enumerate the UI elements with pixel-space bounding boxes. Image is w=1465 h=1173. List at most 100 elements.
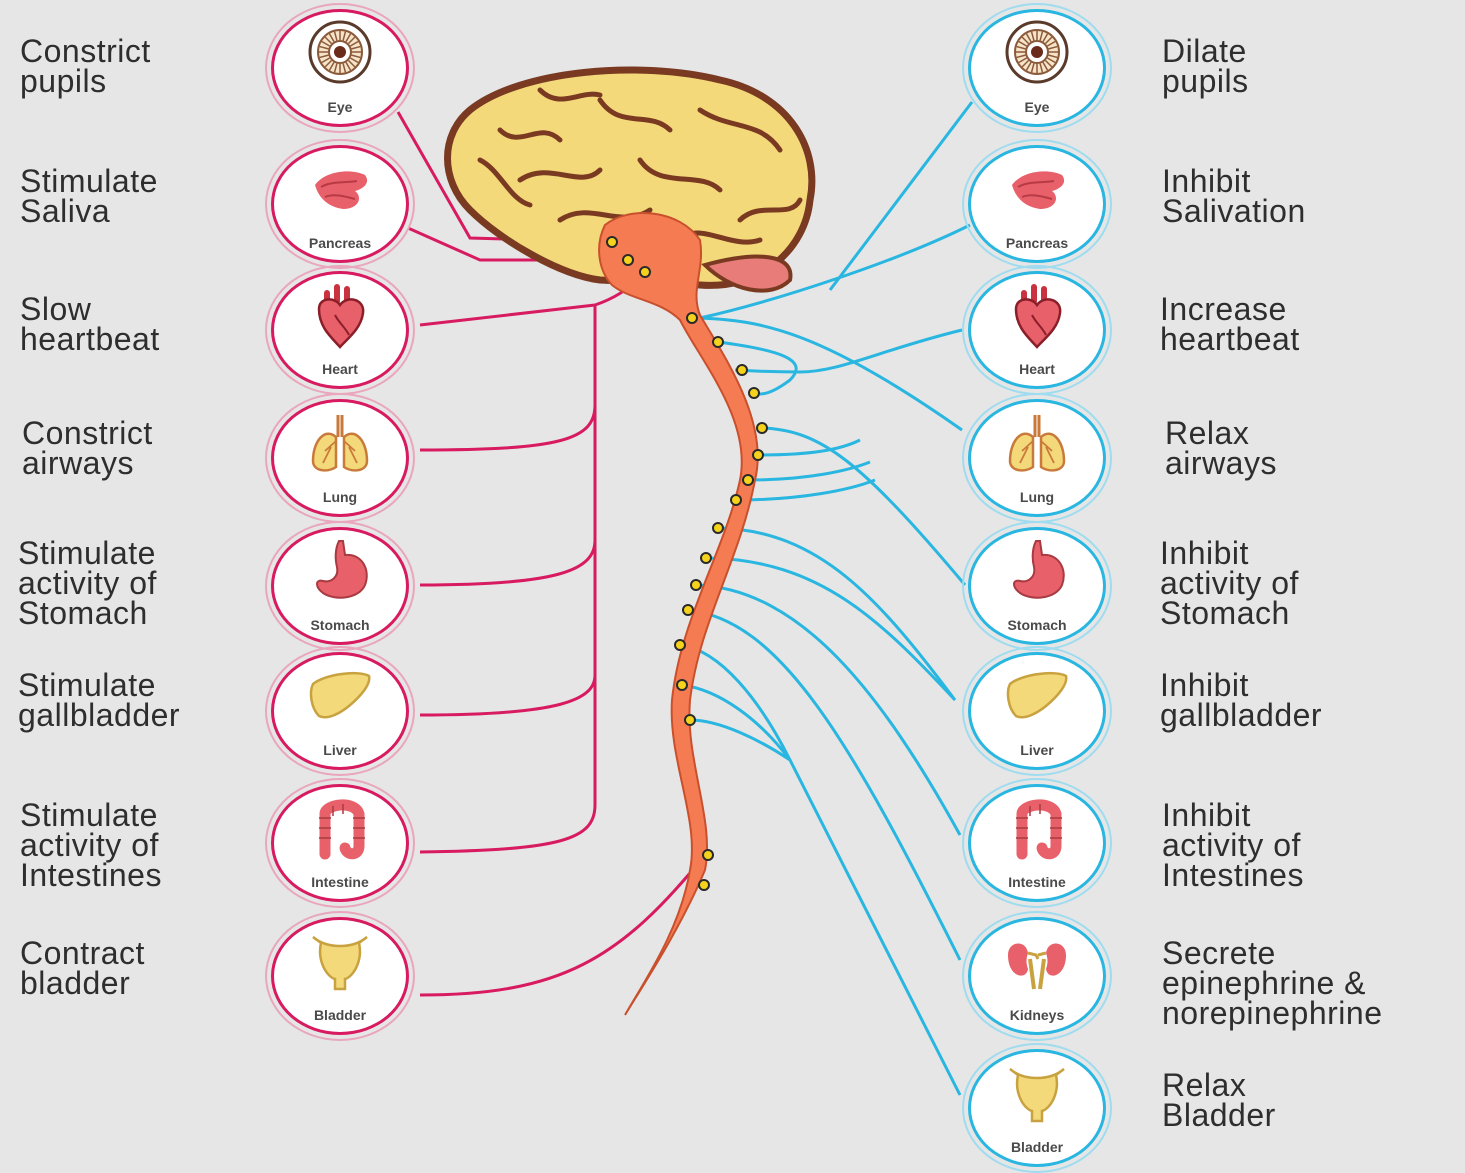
para-organ-badge-heart: Heart	[265, 265, 415, 395]
para-action-label-lung: Constrict airways	[22, 418, 153, 478]
organ-name: Heart	[962, 361, 1112, 377]
ganglion-dot	[699, 880, 709, 890]
heart-icon	[305, 279, 375, 349]
pancreas-icon	[305, 153, 375, 223]
para-action-label-bladder: Contract bladder	[20, 938, 145, 998]
organ-name: Bladder	[265, 1007, 415, 1023]
organ-name: Intestine	[265, 874, 415, 890]
ganglion-dot	[713, 337, 723, 347]
sym-action-label-kidneys: Secrete epinephrine & norepinephrine	[1162, 938, 1383, 1028]
organ-name: Bladder	[962, 1139, 1112, 1155]
para-nerve-heart	[420, 305, 595, 325]
lung-icon	[305, 407, 375, 477]
organ-name: Stomach	[962, 617, 1112, 633]
sym-nerve-stomach	[762, 428, 965, 585]
bladder-icon	[1002, 1057, 1072, 1127]
sym-nerve-liver-2	[708, 558, 955, 700]
organ-name: Heart	[265, 361, 415, 377]
para-nerve-liver	[420, 675, 595, 715]
sym-organ-badge-stomach: Stomach	[962, 521, 1112, 651]
para-organ-badge-lung: Lung	[265, 393, 415, 523]
para-nerve-trunk	[420, 272, 645, 852]
pancreas-icon	[1002, 153, 1072, 223]
para-nerve-stomach	[420, 540, 595, 585]
para-organ-badge-pancreas: Pancreas	[265, 139, 415, 269]
intestine-icon	[1002, 792, 1072, 862]
sym-organ-badge-kidneys: Kidneys	[962, 911, 1112, 1041]
intestine-icon	[305, 792, 375, 862]
para-organ-badge-liver: Liver	[265, 646, 415, 776]
sym-organ-badge-lung: Lung	[962, 393, 1112, 523]
sym-action-label-stomach: Inhibit activity of Stomach	[1160, 538, 1299, 628]
sym-nerve-stomach-4	[736, 480, 875, 500]
para-action-label-pancreas: Stimulate Saliva	[20, 166, 158, 226]
para-organ-badge-bladder: Bladder	[265, 911, 415, 1041]
sym-nerve-bladder	[690, 720, 960, 1095]
para-organ-badge-stomach: Stomach	[265, 521, 415, 651]
liver-icon	[1002, 660, 1072, 730]
ganglion-dot	[691, 580, 701, 590]
stomach-icon	[305, 535, 375, 605]
sym-action-label-eye: Dilate pupils	[1162, 36, 1249, 96]
ganglion-dot	[757, 423, 767, 433]
sym-action-label-intestine: Inhibit activity of Intestines	[1162, 800, 1304, 890]
para-organ-badge-eye: Eye	[265, 3, 415, 133]
lung-icon	[1002, 407, 1072, 477]
para-action-label-liver: Stimulate gallbladder	[18, 670, 180, 730]
ganglion-dot	[753, 450, 763, 460]
organ-name: Pancreas	[265, 235, 415, 251]
ganglion-dot	[623, 255, 633, 265]
ganglion-dot	[677, 680, 687, 690]
sym-nerve-liver	[718, 528, 955, 700]
kidneys-icon	[1002, 925, 1072, 995]
bladder-icon	[305, 925, 375, 995]
ganglion-dot	[685, 715, 695, 725]
ganglion-dot	[737, 365, 747, 375]
liver-icon	[305, 660, 375, 730]
sym-action-label-bladder: Relax Bladder	[1162, 1070, 1276, 1130]
sym-organ-badge-heart: Heart	[962, 265, 1112, 395]
sym-organ-badge-bladder: Bladder	[962, 1043, 1112, 1173]
sym-action-label-heart: Increase heartbeat	[1160, 294, 1300, 354]
sym-organ-badge-liver: Liver	[962, 646, 1112, 776]
para-action-label-eye: Constrict pupils	[20, 36, 151, 96]
ganglion-dot	[607, 237, 617, 247]
para-action-label-heart: Slow heartbeat	[20, 294, 160, 354]
organ-name: Lung	[962, 489, 1112, 505]
ganglion-dot	[731, 495, 741, 505]
heart-icon	[1002, 279, 1072, 349]
organ-name: Liver	[962, 742, 1112, 758]
ganglion-dot	[749, 388, 759, 398]
sym-action-label-pancreas: Inhibit Salivation	[1162, 166, 1306, 226]
sym-action-label-lung: Relax airways	[1165, 418, 1277, 478]
stomach-icon	[1002, 535, 1072, 605]
ganglion-dot	[703, 850, 713, 860]
ganglion-dot	[687, 313, 697, 323]
eye-icon	[305, 17, 375, 87]
organ-name: Eye	[265, 99, 415, 115]
organ-name: Liver	[265, 742, 415, 758]
ganglion-dot	[683, 605, 693, 615]
organ-name: Eye	[962, 99, 1112, 115]
sym-nerve-eye	[830, 102, 972, 290]
para-nerve-bladder	[420, 855, 705, 995]
organ-name: Lung	[265, 489, 415, 505]
para-action-label-stomach: Stimulate activity of Stomach	[18, 538, 157, 628]
eye-icon	[1002, 17, 1072, 87]
sym-organ-badge-intestine: Intestine	[962, 778, 1112, 908]
para-organ-badge-intestine: Intestine	[265, 778, 415, 908]
para-action-label-intestine: Stimulate activity of Intestines	[20, 800, 162, 890]
sym-organ-badge-pancreas: Pancreas	[962, 139, 1112, 269]
organ-name: Stomach	[265, 617, 415, 633]
para-nerve-lung	[420, 405, 595, 450]
organ-name: Kidneys	[962, 1007, 1112, 1023]
ganglion-dot	[640, 267, 650, 277]
ganglion-dot	[701, 553, 711, 563]
sym-nerve-stomach-2	[758, 440, 860, 455]
sym-organ-badge-eye: Eye	[962, 3, 1112, 133]
spinal-cord	[599, 213, 758, 1015]
organ-name: Pancreas	[962, 235, 1112, 251]
organ-name: Intestine	[962, 874, 1112, 890]
ganglion-dot	[675, 640, 685, 650]
